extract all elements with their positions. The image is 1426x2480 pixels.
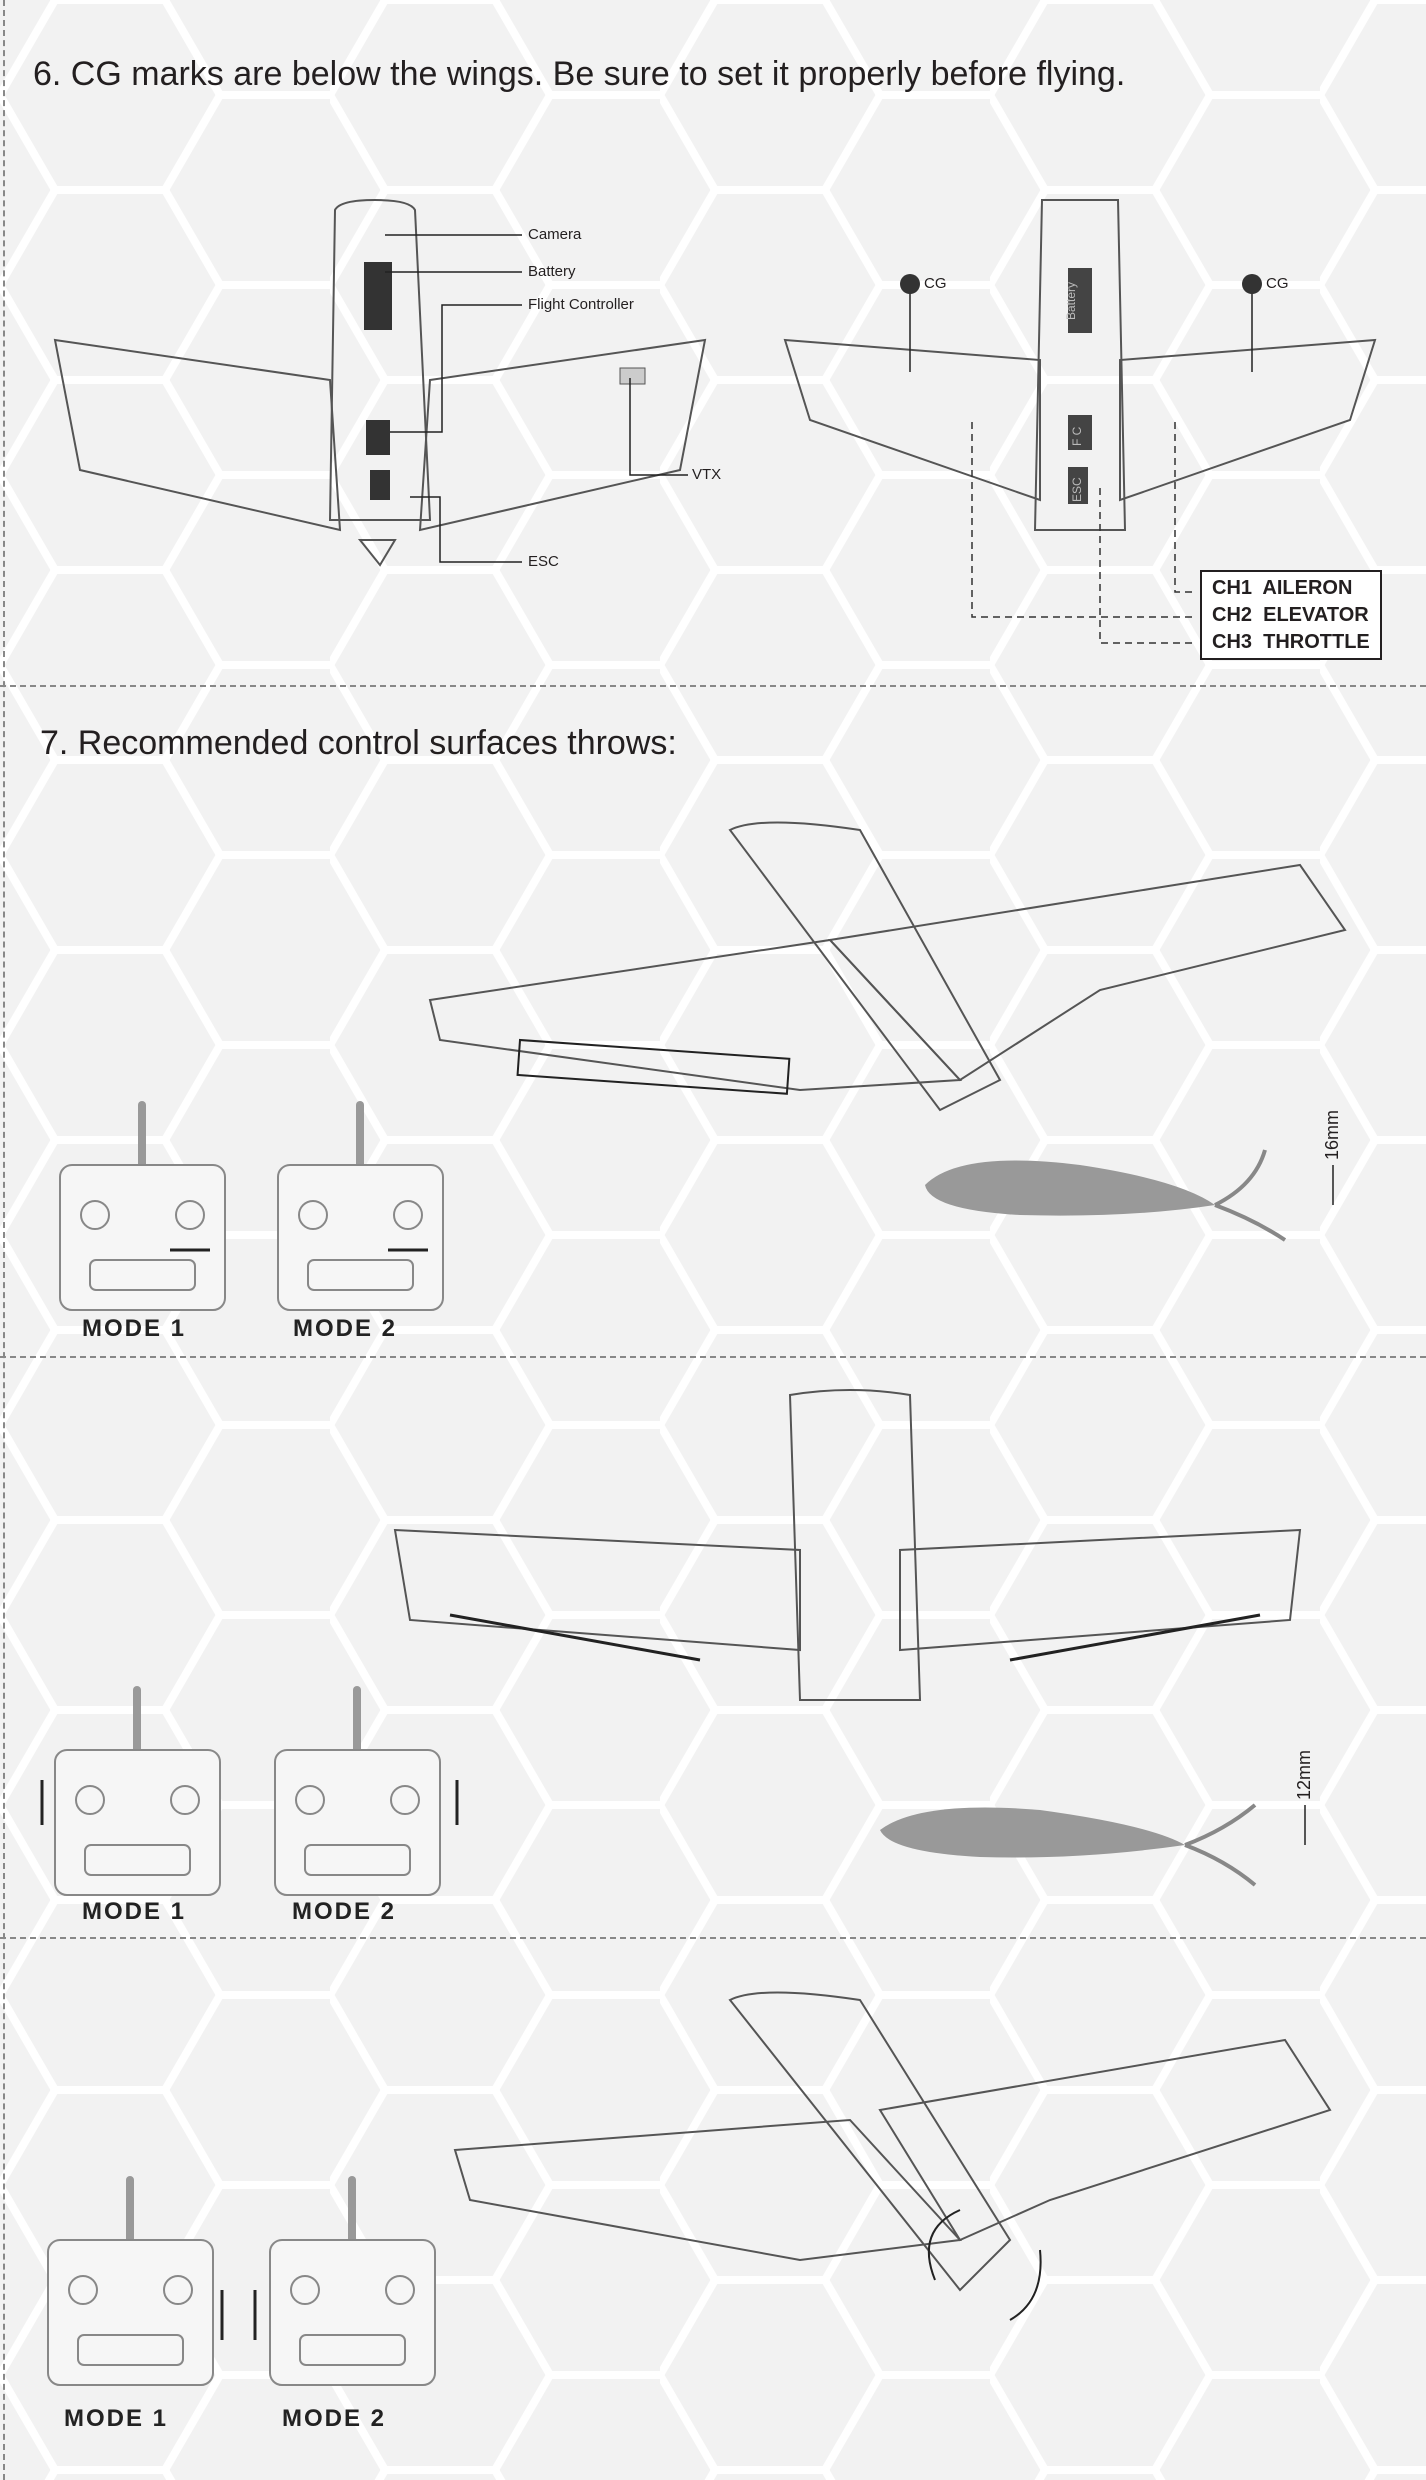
label-vtx: VTX: [692, 466, 722, 483]
aileron-mode-1-label: MODE 1: [82, 1315, 187, 1342]
section-7-heading: 7. Recommended control surfaces throws:: [40, 724, 677, 762]
section-divider: [0, 685, 1426, 687]
plane-top-view-components: [53, 198, 1377, 644]
airfoil-aileron: [925, 1160, 1215, 1216]
label-esc: ESC: [528, 553, 559, 570]
elevator-mode-1-label: MODE 1: [82, 1898, 187, 1925]
channel-3: CH3 THROTTLE: [1212, 631, 1370, 653]
section-divider: [0, 1356, 1426, 1358]
channel-legend-box: CH1 AILERON CH2 ELEVATOR CH3 THROTTLE: [1200, 570, 1382, 660]
airfoil-elevator: [880, 1807, 1185, 1858]
section-divider: [0, 1937, 1426, 1939]
label-camera: Camera: [528, 226, 582, 243]
elevator-mode-2-label: MODE 2: [292, 1898, 397, 1925]
label-flight-controller: Flight Controller: [528, 296, 634, 313]
rudder-mode-2-label: MODE 2: [282, 2405, 387, 2432]
label-cg-right: CG: [1266, 275, 1289, 292]
left-dashed-border: [3, 0, 5, 2480]
label-cg-left: CG: [924, 275, 947, 292]
channel-2: CH2 ELEVATOR: [1212, 604, 1369, 626]
rudder-mode-1-label: MODE 1: [64, 2405, 169, 2432]
aileron-mode-2-label: MODE 2: [293, 1315, 398, 1342]
section-6-heading: 6. CG marks are below the wings. Be sure…: [33, 55, 1126, 93]
channel-1: CH1 AILERON: [1212, 577, 1353, 599]
label-battery: Battery: [528, 263, 576, 280]
